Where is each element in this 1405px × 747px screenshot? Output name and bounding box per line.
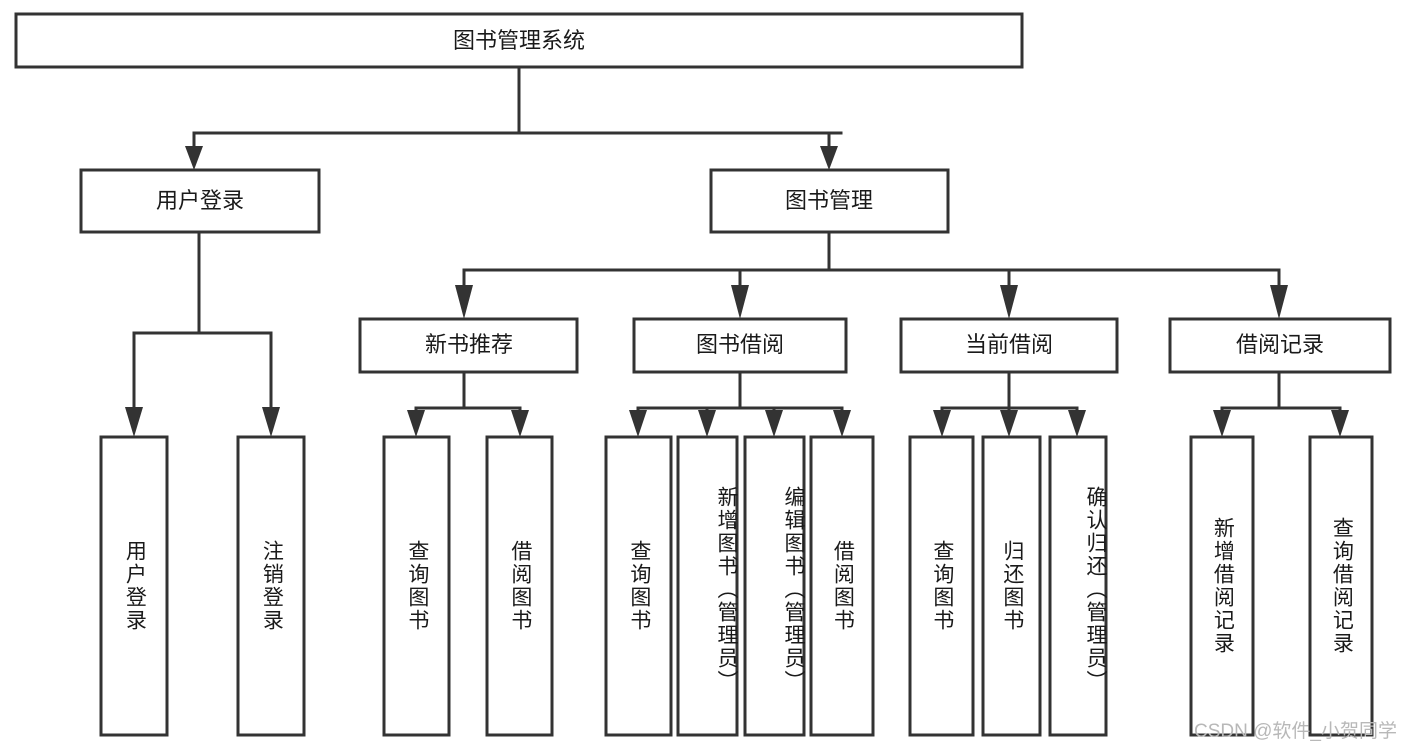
node-borrow-record-box[interactable] — [1168, 317, 1392, 374]
leaf-logout-login-box[interactable] — [236, 435, 306, 737]
node-new-book-recommend[interactable]: 新书推荐 — [358, 317, 579, 374]
arrow-to-leaf-add-book — [698, 410, 716, 437]
arrow-to-leaf-query-record — [1331, 410, 1349, 437]
arrow-to-user-login — [185, 146, 203, 170]
node-current-borrow-box[interactable] — [899, 317, 1119, 374]
leaf-borrow-book-2-box[interactable] — [809, 435, 875, 737]
leaf-edit-book-box[interactable] — [743, 435, 806, 737]
leaf-add-book-box[interactable] — [676, 435, 739, 737]
arrow-to-leaf-edit-book — [765, 410, 783, 437]
node-new-book-recommend-box[interactable] — [358, 317, 579, 374]
node-book-borrow-box[interactable] — [632, 317, 848, 374]
arrow-to-new-book-recommend — [455, 285, 473, 319]
arrow-to-leaf-query-book-3 — [933, 410, 951, 437]
connectors — [125, 65, 1349, 437]
node-book-borrow[interactable]: 图书借阅 — [632, 317, 848, 374]
arrow-to-leaf-query-book-1 — [407, 410, 425, 437]
leaf-borrow-book-1-box[interactable] — [485, 435, 554, 737]
node-book-management[interactable]: 图书管理 — [709, 168, 950, 234]
node-root[interactable]: 图书管理系统 — [14, 12, 1024, 69]
arrow-to-leaf-return-book — [1000, 410, 1018, 437]
leaf-confirm-return-box[interactable] — [1048, 435, 1108, 737]
arrow-to-leaf-confirm-return — [1068, 410, 1086, 437]
arrow-to-borrow-record — [1270, 285, 1288, 319]
watermark: CSDN @软件_小贺同学 — [1194, 721, 1397, 742]
node-user-login-box[interactable] — [79, 168, 321, 234]
arrow-to-leaf-user-login — [125, 407, 143, 437]
node-borrow-record[interactable]: 借阅记录 — [1168, 317, 1392, 374]
arrow-to-book-management — [820, 146, 838, 170]
node-book-management-label: 图书管理 — [785, 188, 873, 213]
arrow-to-leaf-query-book-2 — [629, 410, 647, 437]
leaf-return-book-box[interactable] — [981, 435, 1042, 737]
leaf-query-book-2-box[interactable] — [604, 435, 673, 737]
node-new-book-recommend-label: 新书推荐 — [425, 332, 513, 357]
node-user-login-label: 用户登录 — [156, 188, 244, 213]
leaf-add-record-box[interactable] — [1189, 435, 1255, 737]
leaf-user-login-box[interactable] — [99, 435, 169, 737]
arrow-to-book-borrow — [731, 285, 749, 319]
leaf-boxes — [99, 435, 1374, 737]
node-current-borrow[interactable]: 当前借阅 — [899, 317, 1119, 374]
leaf-query-book-3-box[interactable] — [908, 435, 975, 737]
arrow-to-leaf-borrow-book-2 — [833, 410, 851, 437]
node-book-borrow-label: 图书借阅 — [696, 332, 784, 357]
arrow-to-leaf-logout-login — [262, 407, 280, 437]
node-borrow-record-label: 借阅记录 — [1236, 332, 1324, 357]
arrow-to-leaf-borrow-book-1 — [511, 410, 529, 437]
node-user-login[interactable]: 用户登录 — [79, 168, 321, 234]
leaf-query-record-box[interactable] — [1308, 435, 1374, 737]
node-book-management-box[interactable] — [709, 168, 950, 234]
leaf-query-book-1-box[interactable] — [382, 435, 451, 737]
node-current-borrow-label: 当前借阅 — [965, 332, 1053, 357]
arrow-to-current-borrow — [1000, 285, 1018, 319]
node-root-label: 图书管理系统 — [453, 28, 585, 53]
node-root-box[interactable] — [14, 12, 1024, 69]
arrow-to-leaf-add-record — [1213, 410, 1231, 437]
